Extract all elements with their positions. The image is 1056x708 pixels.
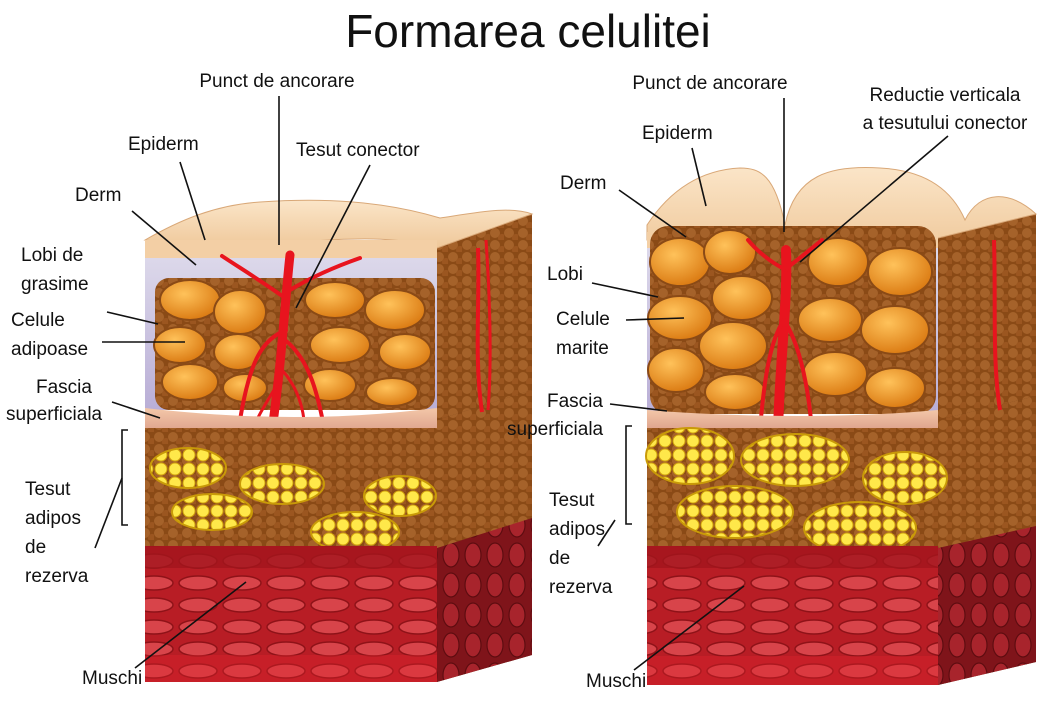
label-anchor-point-right: Punct de ancorare bbox=[632, 73, 788, 94]
label-reserve-left-line4: rezerva bbox=[25, 566, 89, 587]
left-block bbox=[143, 199, 534, 682]
label-reserve-right-line3: de bbox=[549, 548, 571, 569]
label-fascia-right-line1: Fascia bbox=[547, 391, 603, 412]
label-fascia-right-line2: superficiala bbox=[507, 419, 604, 440]
label-lobes-right: Lobi bbox=[547, 264, 583, 285]
diagram-title: Formarea celulitei bbox=[345, 5, 711, 57]
label-reserve-right-line1: Tesut bbox=[549, 490, 595, 511]
label-adipose-cells-line2: adipoase bbox=[11, 339, 89, 360]
label-enlarged-cells-line2: marite bbox=[556, 338, 609, 359]
label-epidermis-left: Epiderm bbox=[128, 134, 199, 155]
label-muscle-right: Muschi bbox=[586, 671, 647, 692]
label-dermis-left: Derm bbox=[75, 185, 122, 206]
label-anchor-point-left: Punct de ancorare bbox=[199, 71, 355, 92]
label-reserve-left-line3: de bbox=[25, 537, 47, 558]
label-fat-lobes-line1: Lobi de bbox=[21, 245, 84, 266]
label-reserve-right-line2: adipos bbox=[549, 519, 605, 540]
label-fascia-left-line2: superficiala bbox=[6, 404, 103, 425]
label-fat-lobes-line2: grasime bbox=[21, 274, 89, 295]
leader-lines bbox=[94, 96, 949, 671]
label-adipose-cells-line1: Celule bbox=[11, 310, 65, 331]
label-reserve-right-line4: rezerva bbox=[549, 577, 613, 598]
label-muscle-left: Muschi bbox=[82, 668, 143, 689]
label-connective-tissue-left: Tesut conector bbox=[296, 140, 420, 161]
label-dermis-right: Derm bbox=[560, 173, 607, 194]
label-reserve-left-line2: adipos bbox=[25, 508, 81, 529]
right-block bbox=[645, 167, 1038, 685]
label-epidermis-right: Epiderm bbox=[642, 123, 713, 144]
label-enlarged-cells-line1: Celule bbox=[556, 309, 610, 330]
label-vertical-reduction-line1: Reductie verticala bbox=[869, 85, 1021, 106]
label-vertical-reduction-line2: a tesutului conector bbox=[862, 113, 1028, 134]
label-fascia-left-line1: Fascia bbox=[36, 377, 92, 398]
label-reserve-left-line1: Tesut bbox=[25, 479, 71, 500]
